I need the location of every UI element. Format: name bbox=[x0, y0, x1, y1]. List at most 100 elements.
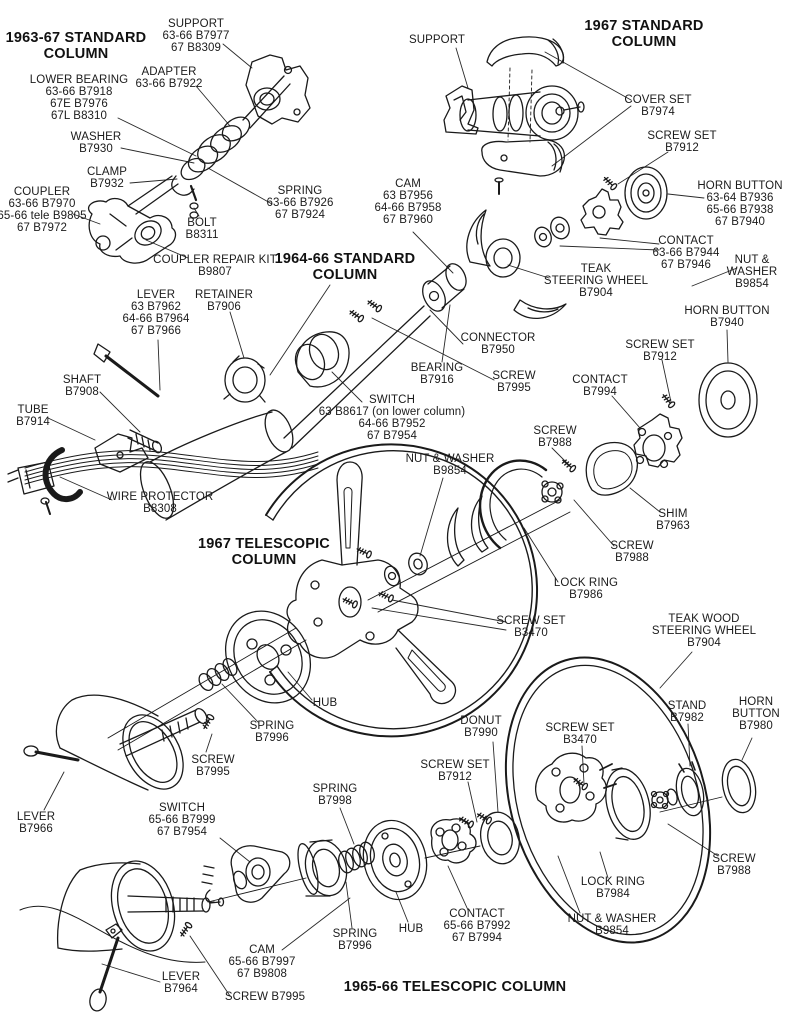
label-line: B9854 bbox=[735, 278, 769, 290]
label-line: TEAK bbox=[580, 263, 612, 275]
label-line: B7966 bbox=[19, 823, 53, 835]
label-line: 65-66 B7992 bbox=[443, 920, 511, 932]
assembly-1964-66-standard bbox=[8, 167, 677, 523]
label-line: CONTACT bbox=[449, 908, 505, 920]
label-line: B7984 bbox=[596, 888, 630, 900]
label-line: B7995 bbox=[196, 766, 230, 778]
label-line: SUPPORT bbox=[167, 18, 225, 30]
label-line: B3470 bbox=[563, 734, 597, 746]
label-line: 1967 STANDARD bbox=[584, 18, 704, 34]
label-line: SHAFT bbox=[62, 374, 102, 386]
label-line: B7940 bbox=[710, 317, 744, 329]
label-line: 64-66 B7958 bbox=[374, 202, 442, 214]
label-line: B7988 bbox=[615, 552, 649, 564]
label-line: SCREW SET bbox=[545, 722, 615, 734]
label-line: BUTTON bbox=[732, 708, 780, 720]
label-line: WASHER bbox=[70, 131, 122, 143]
label-line: B7988 bbox=[717, 865, 751, 877]
label-line: B7982 bbox=[670, 712, 704, 724]
label-line: B7904 bbox=[687, 637, 721, 649]
label-line: B8311 bbox=[185, 229, 219, 241]
label-line: SCREW bbox=[712, 853, 756, 865]
label-line: 63-66 B7970 bbox=[8, 198, 76, 210]
leader-lines bbox=[44, 44, 752, 996]
label-line: 67 B7966 bbox=[130, 325, 182, 337]
assembly-1967-telescopic bbox=[24, 363, 757, 800]
label-line: STEERING WHEEL bbox=[543, 275, 649, 287]
label-line: B7906 bbox=[207, 301, 241, 313]
label-line: SPRING bbox=[332, 928, 378, 940]
label-line: SCREW B7995 bbox=[224, 991, 306, 1003]
label-line: B7904 bbox=[579, 287, 613, 299]
label-line: B7950 bbox=[481, 344, 515, 356]
label-line: ADAPTER bbox=[141, 66, 197, 78]
label-line: 63-66 B7926 bbox=[266, 197, 334, 209]
label-line: 67 B7940 bbox=[714, 216, 766, 228]
label-line: TEAK WOOD bbox=[668, 613, 740, 625]
label-line: B7930 bbox=[79, 143, 113, 155]
label-line: 67 B7924 bbox=[274, 209, 326, 221]
label-line: B3470 bbox=[514, 627, 548, 639]
label-line: 67 B7954 bbox=[156, 826, 208, 838]
label-line: B7908 bbox=[65, 386, 99, 398]
label-line: 67 B7994 bbox=[451, 932, 503, 944]
label-line: 63-66 B7922 bbox=[135, 78, 203, 90]
assembly-1963-67-standard bbox=[89, 55, 310, 263]
label-line: RETAINER bbox=[194, 289, 254, 301]
label-line: 67E B7976 bbox=[50, 98, 108, 110]
label-line: 67 B8309 bbox=[170, 42, 222, 54]
label-line: HORN bbox=[738, 696, 774, 708]
label-line: SPRING bbox=[249, 720, 295, 732]
label-line: SHIM bbox=[658, 508, 688, 520]
label-line: 65-66 B7999 bbox=[148, 814, 216, 826]
label-line: 63-66 B7918 bbox=[45, 86, 113, 98]
label-line: CAM bbox=[249, 944, 275, 956]
label-line: SCREW SET bbox=[420, 759, 490, 771]
label-line: SWITCH bbox=[369, 394, 415, 406]
label-line: SWITCH bbox=[159, 802, 205, 814]
label-line: COVER SET bbox=[624, 94, 692, 106]
label-line: SCREW bbox=[191, 754, 235, 766]
label-line: 67 B7960 bbox=[382, 214, 434, 226]
label-line: SCREW bbox=[492, 370, 536, 382]
label-line: BEARING bbox=[410, 362, 464, 374]
label-line: 63 B7956 bbox=[382, 190, 434, 202]
label-line: SPRING bbox=[312, 783, 358, 795]
label-line: B7980 bbox=[739, 720, 773, 732]
label-line: 64-66 B7964 bbox=[122, 313, 190, 325]
label-line: B8308 bbox=[143, 503, 177, 515]
label-line: NUT & WASHER bbox=[567, 913, 657, 925]
label-line: B7988 bbox=[538, 437, 572, 449]
